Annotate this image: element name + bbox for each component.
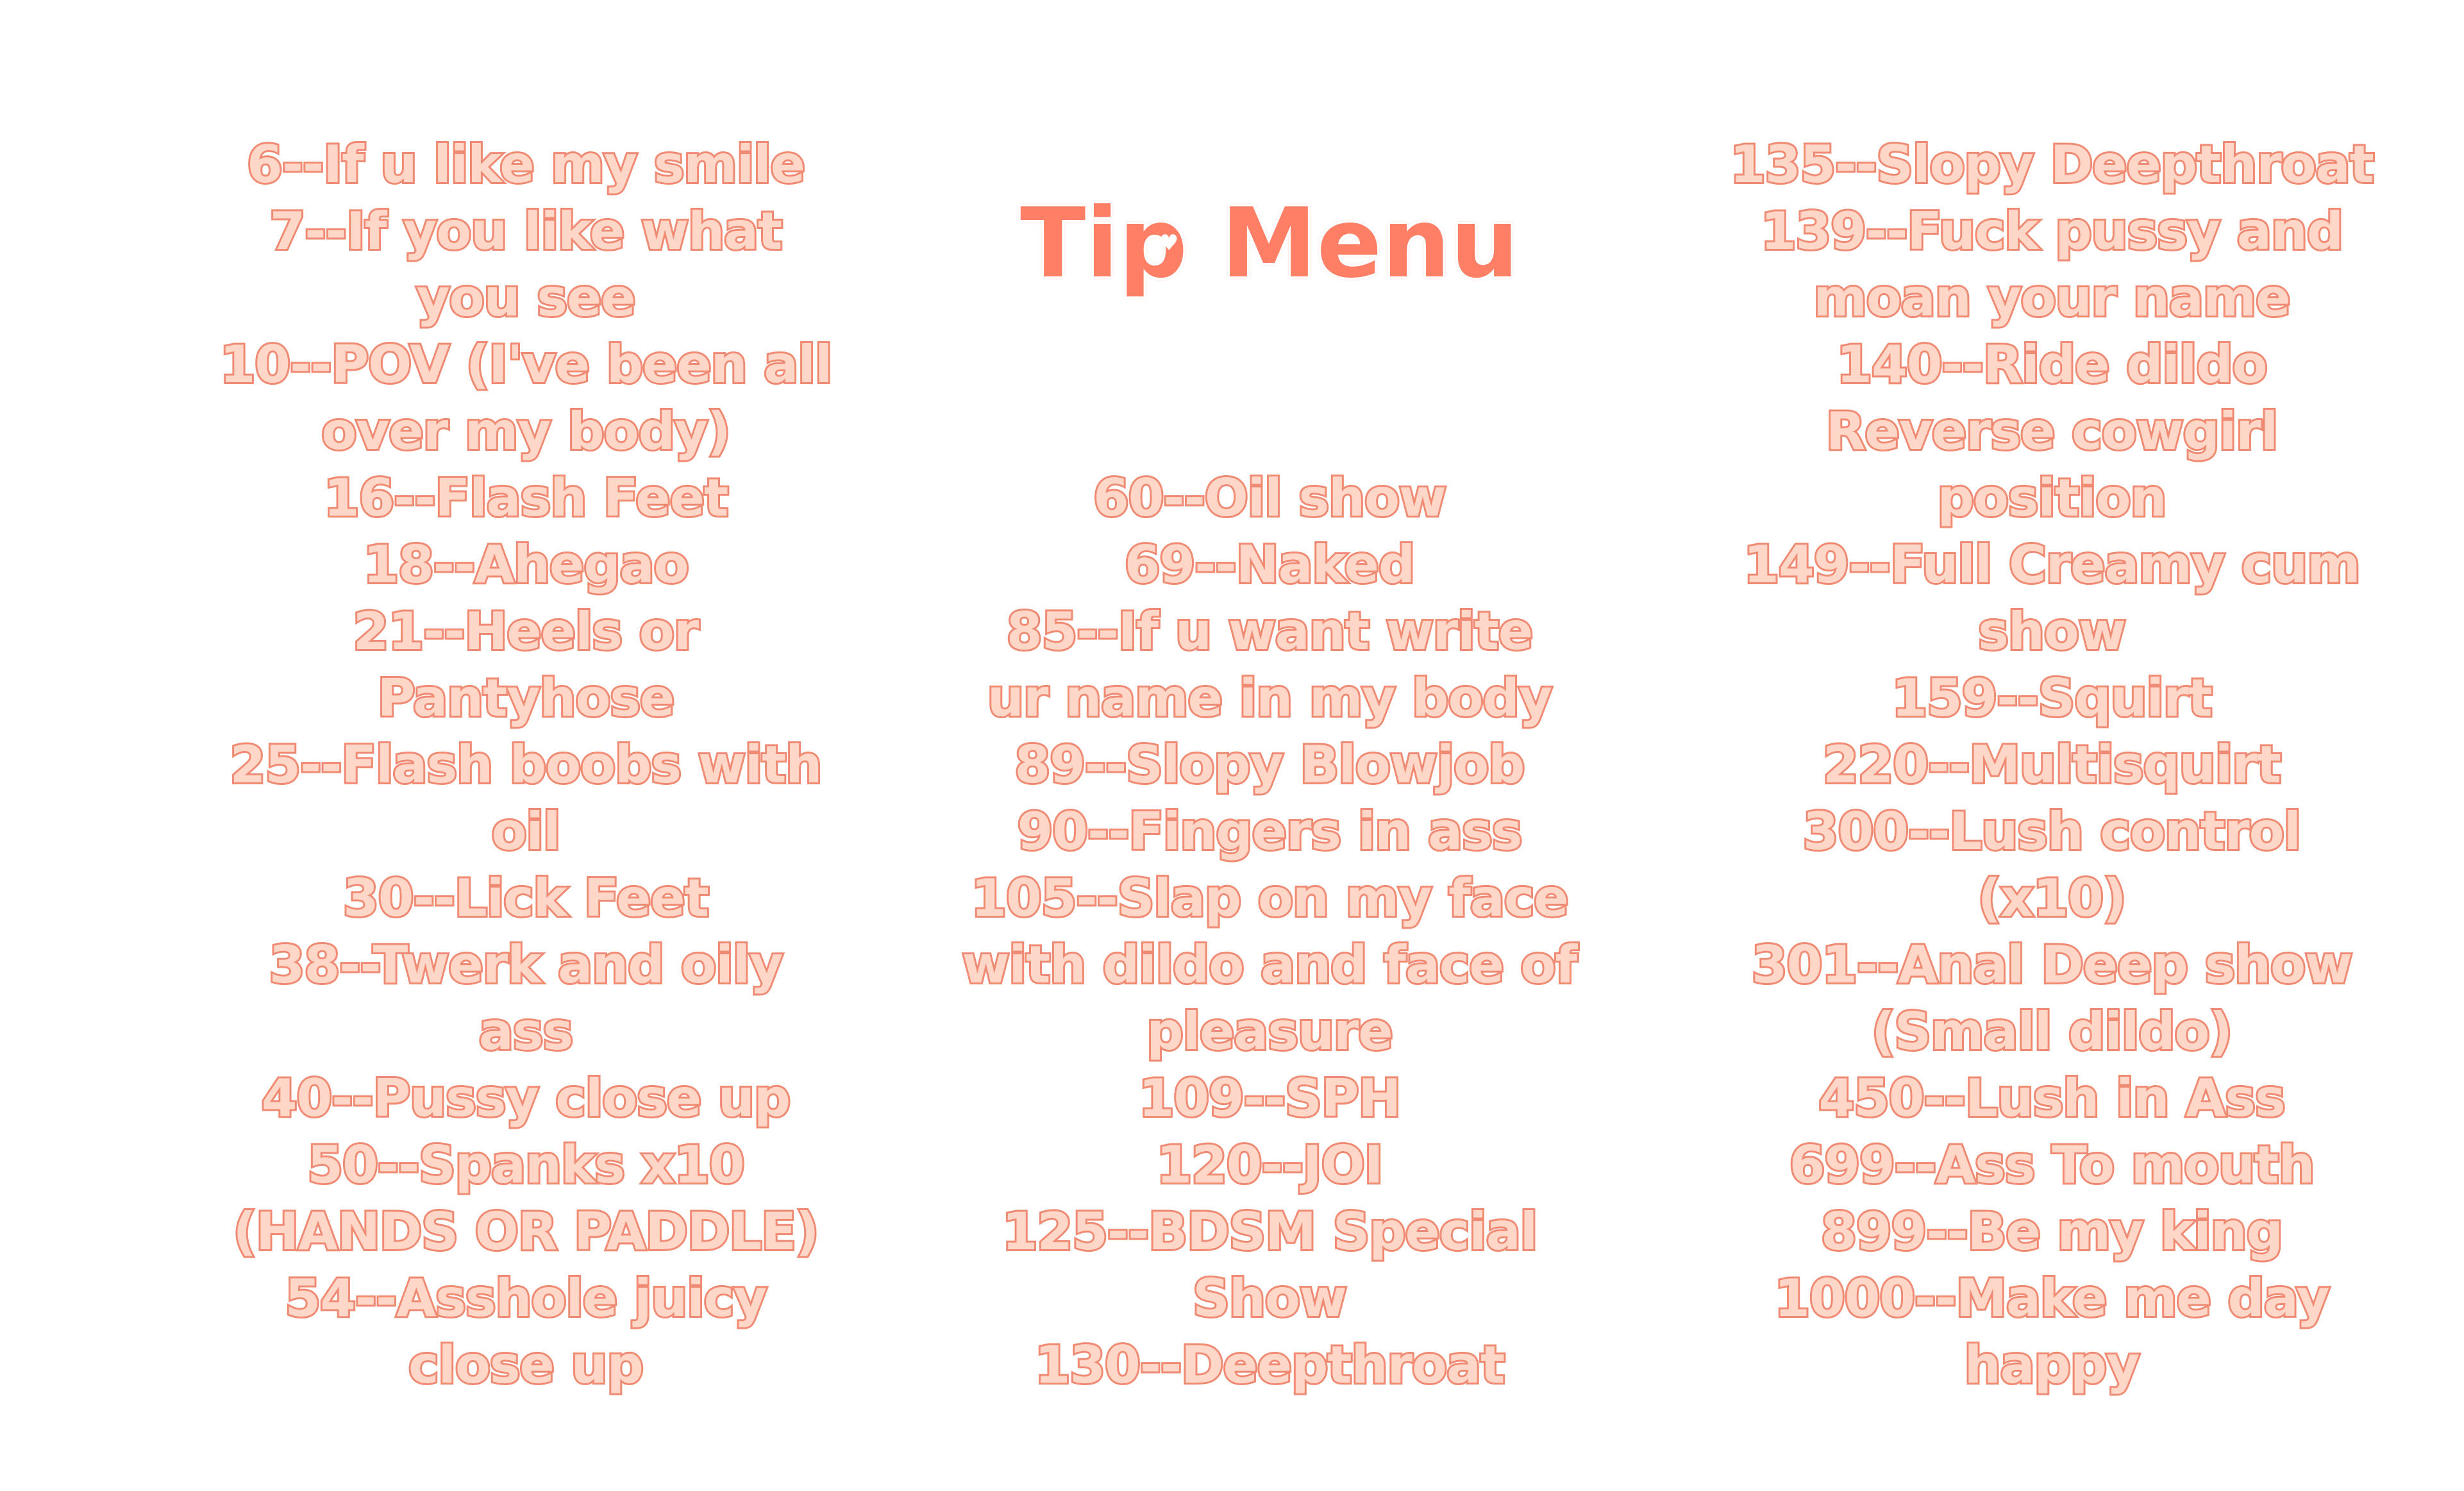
menu-line: (HANDS OR PADDLE) xyxy=(231,1200,821,1263)
menu-line: 135--Slopy Deepthroat xyxy=(1728,133,2376,196)
tip-menu-left-column: 6--If u like my smile 7--If you like wha… xyxy=(205,131,846,1399)
menu-line: moan your name xyxy=(1811,266,2292,330)
menu-line: 220--Multisquirt xyxy=(1821,733,2283,796)
tip-menu-center-column: 60--Oil show 69--Naked 85--If u want wri… xyxy=(949,465,1590,1399)
menu-line: 30--Lick Feet xyxy=(341,866,711,930)
menu-line: happy xyxy=(1963,1333,2142,1397)
menu-line: Show xyxy=(1191,1267,1348,1330)
heart-icon: ♥ xyxy=(1159,230,1179,256)
menu-line: 90--Fingers in ass xyxy=(1016,800,1525,863)
menu-line: 54--Asshole juicy xyxy=(283,1267,769,1330)
menu-line: close up xyxy=(406,1333,646,1397)
menu-line: ass xyxy=(477,1000,575,1063)
menu-line: position xyxy=(1936,466,2169,530)
menu-line: (x10) xyxy=(1975,866,2128,930)
menu-line: 21--Heels or xyxy=(351,600,701,663)
menu-line: 25--Flash boobs with xyxy=(228,733,825,796)
menu-line: 105--Slap on my face xyxy=(969,866,1570,930)
menu-line: Pantyhose xyxy=(376,666,677,730)
menu-line: 140--Ride dildo xyxy=(1834,333,2269,396)
page-title: Tip Menu xyxy=(1019,187,1521,301)
menu-line: 699--Ass To mouth xyxy=(1788,1133,2317,1197)
menu-line: 159--Squirt xyxy=(1890,666,2214,730)
menu-line: 450--Lush in Ass xyxy=(1816,1066,2287,1130)
menu-line: 301--Anal Deep show xyxy=(1750,933,2354,997)
menu-line: 6--If u like my smile xyxy=(245,133,807,196)
menu-line: 38--Twerk and oily xyxy=(267,933,785,997)
menu-line: 89--Slopy Blowjob xyxy=(1013,733,1527,796)
menu-line: 149--Full Creamy cum xyxy=(1741,533,2362,596)
menu-line: 60--Oil show xyxy=(1091,466,1448,530)
menu-line: oil xyxy=(490,800,563,863)
menu-line: 69--Naked xyxy=(1123,533,1417,596)
menu-line: 125--BDSM Special xyxy=(1000,1200,1539,1263)
menu-line: 120--JOI xyxy=(1155,1133,1386,1197)
menu-line: you see xyxy=(414,266,637,330)
menu-line: 300--Lush control xyxy=(1801,800,2303,863)
menu-line: 50--Spanks x10 xyxy=(305,1133,746,1197)
menu-line: 7--If you like what xyxy=(268,199,784,263)
menu-line: over my body) xyxy=(319,400,732,463)
menu-line: 899--Be my king xyxy=(1819,1200,2285,1263)
menu-line: 16--Flash Feet xyxy=(322,466,730,530)
menu-line: 1000--Make me day xyxy=(1772,1267,2331,1330)
menu-line: Reverse cowgirl xyxy=(1824,400,2280,463)
menu-line: 85--If u want write xyxy=(1005,600,1535,663)
menu-line: 40--Pussy close up xyxy=(260,1066,792,1130)
menu-line: 10--POV (I've been all xyxy=(218,333,834,396)
menu-line: 18--Ahegao xyxy=(361,533,691,596)
menu-line: show xyxy=(1976,600,2127,663)
menu-line: 109--SPH xyxy=(1137,1066,1404,1130)
tip-menu-right-column: 135--Slopy Deepthroat 139--Fuck pussy an… xyxy=(1728,131,2376,1399)
menu-line: pleasure xyxy=(1144,1000,1395,1063)
menu-line: 139--Fuck pussy and xyxy=(1759,199,2345,263)
menu-line: ur name in my body xyxy=(985,666,1554,730)
menu-line: 130--Deepthroat xyxy=(1033,1333,1507,1397)
menu-line: (Small dildo) xyxy=(1870,1000,2234,1063)
menu-line: with dildo and face of xyxy=(960,933,1580,997)
